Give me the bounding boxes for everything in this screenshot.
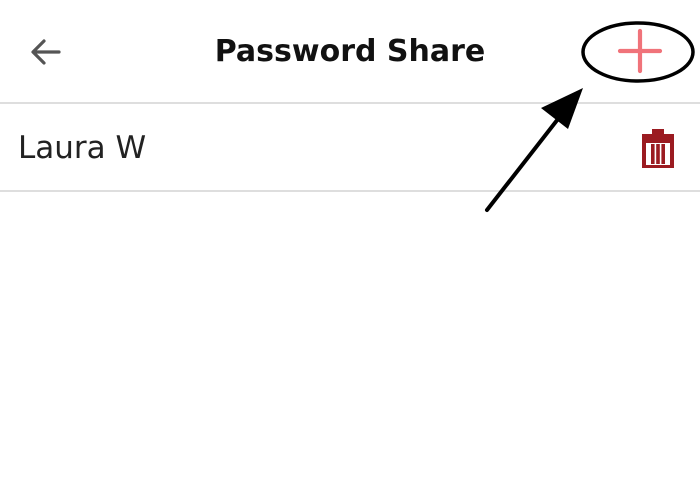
back-button[interactable] xyxy=(20,28,72,76)
page-title: Password Share xyxy=(214,34,486,69)
share-list: Laura W xyxy=(0,104,700,192)
trash-icon xyxy=(642,129,674,168)
list-item[interactable]: Laura W xyxy=(0,104,700,192)
shared-user-name: Laura W xyxy=(18,130,147,166)
delete-share-button[interactable] xyxy=(634,124,682,172)
plus-icon xyxy=(617,28,663,74)
add-share-button[interactable] xyxy=(598,20,682,82)
top-app-bar: Password Share xyxy=(0,0,700,104)
arrow-left-icon xyxy=(31,39,61,65)
